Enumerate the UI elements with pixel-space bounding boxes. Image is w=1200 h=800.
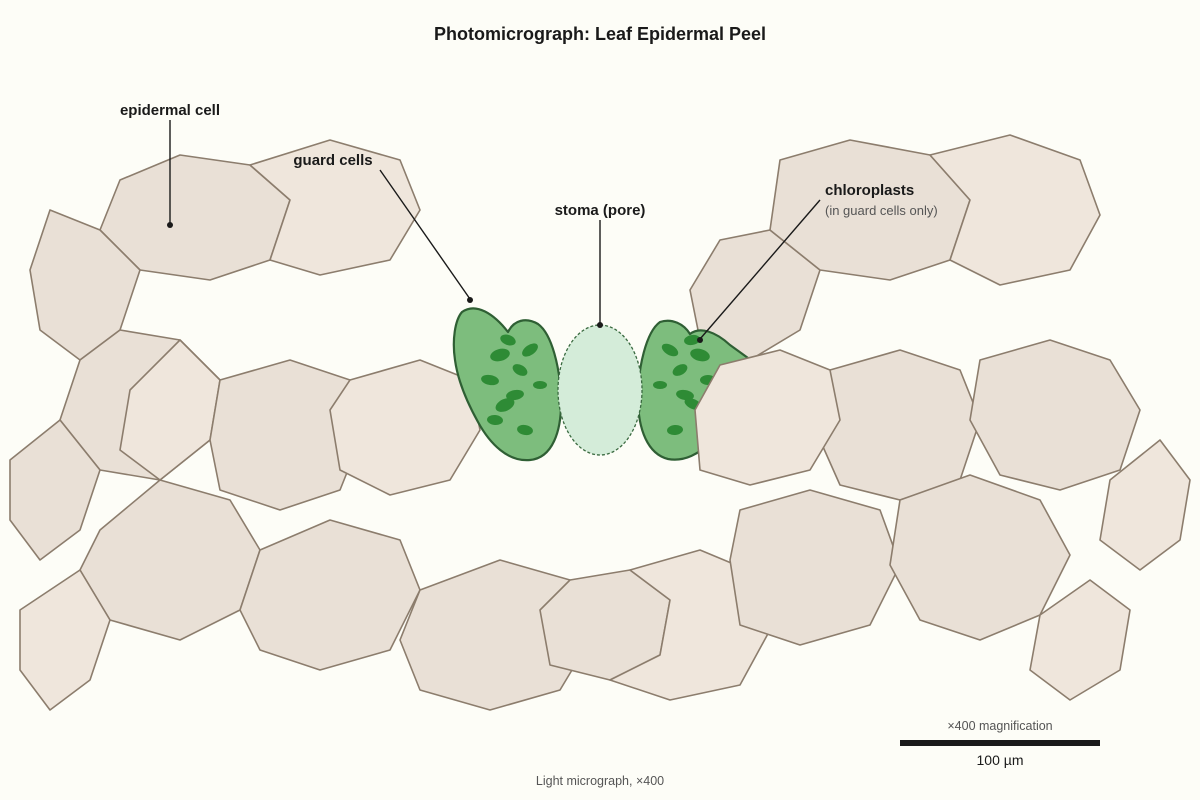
chloroplast (487, 414, 503, 426)
stoma-pore (557, 324, 643, 456)
chloroplast (495, 398, 515, 412)
chloroplast (684, 334, 700, 346)
leader-chloroplasts (699, 199, 821, 340)
epidermal-cell (9, 419, 101, 561)
chloroplast (522, 343, 538, 357)
epidermal-cells (9, 134, 1191, 711)
scale-bar-magnification: ×400 magnification (947, 719, 1052, 733)
chloroplast (676, 389, 694, 401)
label-stoma: stoma (pore) (555, 202, 646, 219)
scale-bar-length: 100 µm (977, 752, 1024, 768)
epidermal-cell (249, 139, 421, 276)
scale-bar: ×400 magnification 100 µm (900, 719, 1100, 768)
leader-dot-guard-cells (467, 297, 473, 303)
scale-bar-line (900, 740, 1100, 746)
epidermal-cells-front (694, 349, 841, 486)
epidermal-cell (694, 349, 841, 486)
chloroplast (533, 381, 547, 389)
epidermal-cell (1029, 579, 1131, 701)
epidermal-cell (1099, 439, 1191, 571)
chloroplasts-right (653, 334, 716, 436)
diagram-title: Photomicrograph: Leaf Epidermal Peel (434, 24, 766, 44)
leader-guard-cells (379, 169, 471, 300)
label-chloroplasts: chloroplasts (825, 182, 914, 199)
chloroplast (653, 381, 667, 389)
label-epidermal-cell: epidermal cell (120, 102, 220, 119)
epidermal-cell (79, 479, 261, 641)
chloroplast (517, 424, 533, 436)
epidermal-cell (209, 359, 361, 511)
annotation-leaders (167, 120, 821, 343)
chloroplast (667, 424, 683, 436)
epidermal-cell (19, 569, 111, 711)
label-chloroplasts-note: (in guard cells only) (825, 203, 938, 218)
chloroplast (512, 364, 528, 376)
epidermal-cell (329, 359, 481, 496)
epidermal-cell (239, 519, 421, 671)
chloroplast (506, 389, 524, 401)
epidermal-cell (969, 339, 1141, 491)
chloroplast (672, 364, 688, 376)
leader-dot-chloroplasts (697, 337, 703, 343)
stomatal-complex (452, 307, 750, 462)
epidermal-cell (819, 349, 981, 501)
label-guard-cells: guard cells (293, 152, 372, 169)
chloroplast (690, 348, 710, 362)
leader-dot-stoma (597, 322, 603, 328)
chloroplast (500, 334, 516, 346)
chloroplasts-left (481, 334, 547, 436)
chloroplast (661, 343, 679, 357)
epidermal-cell (729, 489, 901, 646)
chloroplast (481, 374, 499, 386)
chloroplast (490, 348, 510, 362)
epidermal-cell (399, 559, 591, 711)
leader-dot-epidermal-cell (167, 222, 173, 228)
caption: Light micrograph, ×400 (536, 774, 664, 788)
epidermal-cell (929, 134, 1101, 286)
